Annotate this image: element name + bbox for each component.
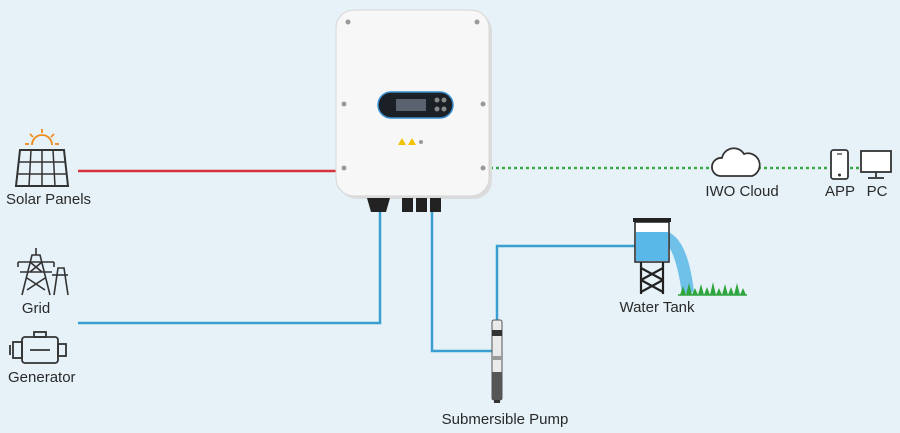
grass-strip [678, 282, 747, 296]
solar-panel-icon [14, 129, 70, 187]
submersible-pump-label: Submersible Pump [441, 411, 569, 428]
water-tank-icon [633, 218, 694, 294]
generator-icon [9, 331, 67, 364]
solar-panels-label: Solar Panels [6, 191, 92, 208]
water-stream [666, 232, 694, 294]
generator-label: Generator [8, 369, 76, 386]
tank-line [495, 244, 637, 320]
phone-icon [830, 149, 849, 180]
inverter-dc-connector [367, 198, 390, 212]
inverter-device [335, 9, 492, 212]
grid-ac-line [78, 210, 382, 325]
warning-symbols [398, 138, 423, 145]
grid-tower-icon [17, 248, 69, 296]
water-tank-label: Water Tank [619, 299, 695, 316]
cloud-icon [711, 147, 761, 177]
monitor-icon [860, 150, 892, 179]
grid-label: Grid [21, 300, 51, 317]
pump-line [430, 210, 497, 353]
app-label: APP [824, 183, 856, 200]
pc-label: PC [866, 183, 888, 200]
inverter-ports [402, 198, 441, 212]
inverter-display-panel [377, 91, 454, 119]
iwo-cloud-label: IWO Cloud [705, 183, 779, 200]
submersible-pump-icon [491, 319, 503, 403]
